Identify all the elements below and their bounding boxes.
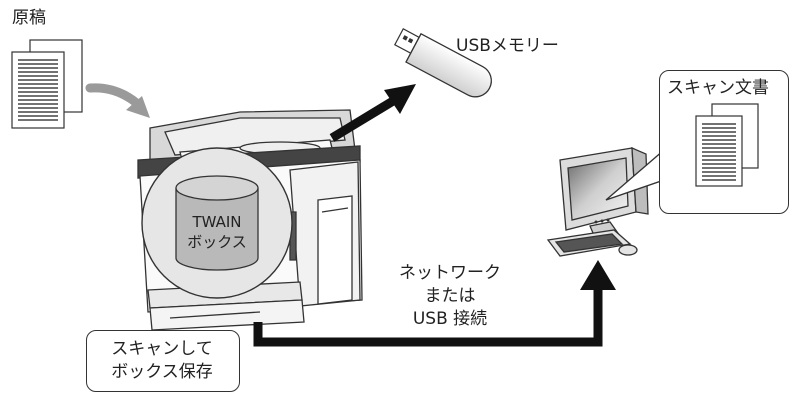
connection-arrow [253, 280, 603, 347]
connection-label-line2: または [424, 286, 476, 306]
twain-box-label: TWAIN ボックス [177, 212, 257, 252]
twain-label-line1: TWAIN [192, 213, 242, 231]
scan-store-label: スキャンして ボックス保存 [86, 338, 238, 384]
twain-label-line2: ボックス [187, 233, 247, 251]
usb-memory-icon [393, 28, 492, 98]
scan-store-line2: ボックス保存 [111, 362, 213, 382]
scanned-document-label: スキャン文書 [667, 78, 769, 98]
connection-label-line1: ネットワーク [399, 263, 501, 283]
connection-label-line3: USB 接続 [412, 309, 488, 329]
scan-store-line1: スキャンして [111, 339, 213, 359]
twain-box-callout [141, 147, 293, 299]
usb-arrow [329, 94, 401, 142]
original-label: 原稿 [12, 8, 46, 28]
usb-memory-label: USBメモリー [456, 36, 559, 56]
scanned-documents-icon [695, 103, 759, 187]
original-documents-icon [11, 39, 83, 129]
feed-arrow [85, 83, 145, 111]
scan-store-callout [86, 330, 240, 392]
computer-icon [546, 146, 649, 257]
connection-label: ネットワーク または USB 接続 [380, 262, 520, 331]
